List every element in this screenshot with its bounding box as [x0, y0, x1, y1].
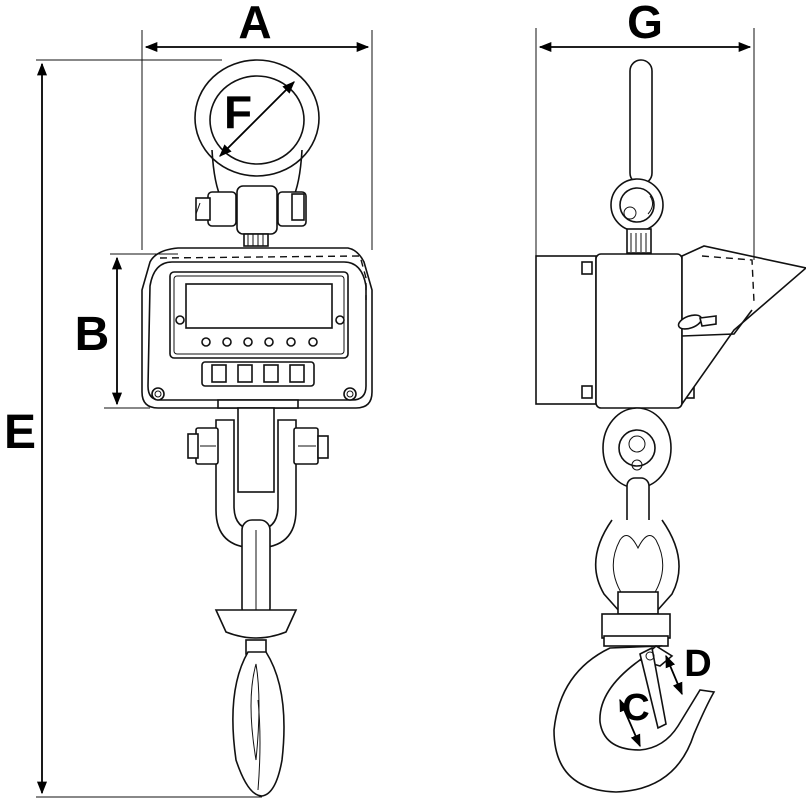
front-view	[141, 59, 373, 797]
dimension-label-a: A	[238, 0, 271, 48]
side-view	[535, 59, 806, 793]
dimension-label-b: B	[75, 308, 110, 361]
side-lower-swivel	[594, 407, 680, 647]
front-top-shackle	[194, 59, 320, 247]
dimension-label-g: G	[627, 0, 663, 48]
dimension-label-f: F	[224, 86, 252, 138]
side-hook	[553, 645, 716, 793]
dimension-label-c: C	[622, 687, 649, 729]
dimension-label-e: E	[4, 406, 36, 459]
side-scale-body	[535, 245, 806, 409]
dimension-lines	[36, 28, 755, 798]
front-lower-shackle	[187, 407, 329, 797]
dimension-label-d: D	[684, 643, 711, 685]
side-top-eye	[610, 59, 664, 254]
front-scale-body	[141, 247, 373, 409]
